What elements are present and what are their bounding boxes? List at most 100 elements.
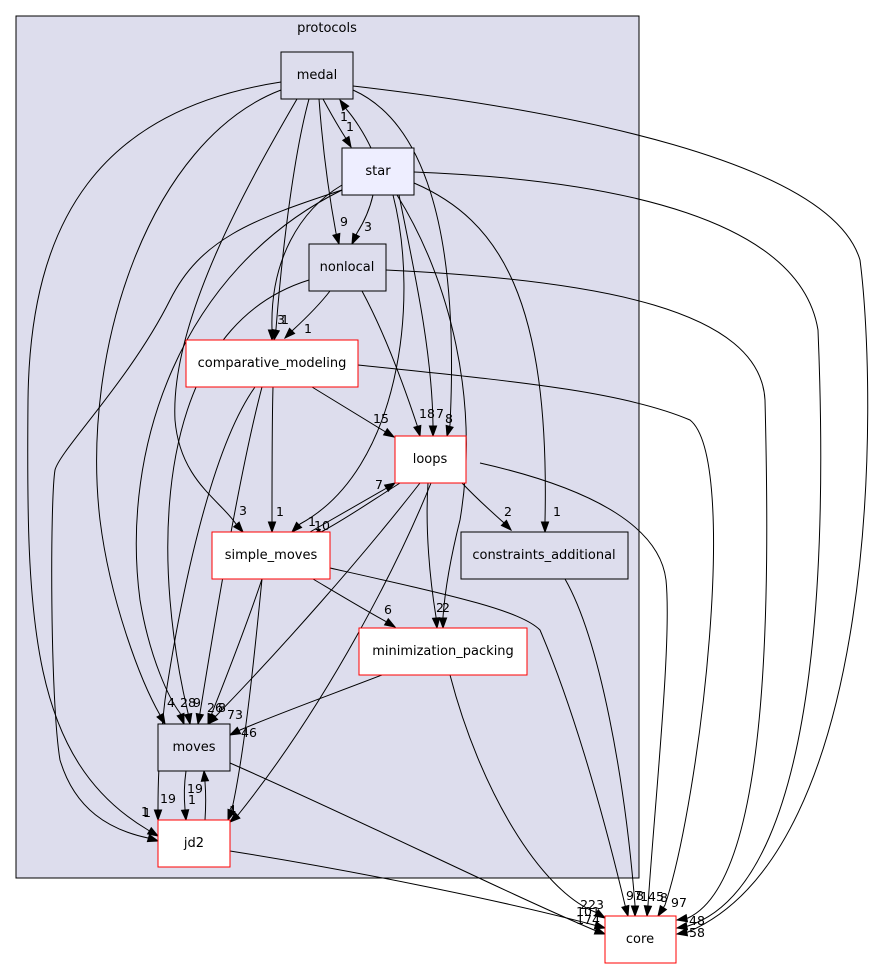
edge-arrowhead-star-to-comparative-modeling — [267, 329, 277, 342]
edge-arrowhead-nonlocal-to-loops — [413, 424, 422, 438]
edge-label-constraints-additional-to-core: 8 — [636, 888, 644, 903]
edge-loops-to-constraints-additional — [461, 482, 513, 532]
edge-line-loops-to-core — [479, 462, 668, 917]
edge-medal-to-simple-moves — [174, 98, 298, 534]
edge-nonlocal-to-comparative-modeling — [283, 290, 331, 340]
protocols-cluster-label: protocols — [297, 21, 357, 36]
edge-label-loops-to-constraints-additional: 2 — [504, 504, 512, 519]
edge-star-to-simple-moves — [290, 194, 405, 534]
node-star[interactable]: star — [341, 147, 415, 196]
node-medal-box — [280, 51, 354, 100]
edge-label-medal-to-star: 1 — [346, 119, 354, 134]
edge-moves-to-jd2 — [180, 770, 190, 822]
edge-label-star-to-comparative-modeling: 1 — [281, 312, 289, 327]
edge-label-simple-moves-to-jd2: 4 — [228, 802, 236, 817]
edge-label-star-to-nonlocal: 3 — [364, 219, 372, 234]
edge-line-loops-to-constraints-additional — [461, 482, 512, 531]
edge-label-jd2-to-core: 223 — [580, 897, 604, 912]
edge-line-medal-to-simple-moves — [174, 98, 298, 533]
node-jd2-label: jd2 — [183, 836, 204, 851]
edge-line-moves-to-jd2 — [183, 770, 187, 821]
edge-medal-to-jd2 — [27, 81, 282, 837]
edge-label-star-to-loops: 7 — [436, 406, 444, 421]
node-core[interactable]: core — [604, 915, 677, 964]
edge-label-star-to-medal: 1 — [340, 109, 348, 124]
node-medal[interactable]: medal — [280, 51, 354, 100]
edge-arrowhead-star-to-nonlocal — [351, 232, 361, 246]
edge-line-medal-to-comparative-modeling — [273, 98, 310, 341]
node-nonlocal[interactable]: nonlocal — [308, 243, 387, 292]
nodes-layer: medal star nonlocal comparative_modeling… — [157, 51, 677, 964]
node-constraints-additional-box — [460, 531, 629, 580]
edge-line-star-to-jd2 — [51, 189, 343, 842]
edge-line-medal-to-loops — [352, 89, 453, 437]
node-jd2[interactable]: jd2 — [157, 819, 231, 868]
edge-star-to-loops — [398, 194, 438, 438]
edge-label-nonlocal-to-comparative-modeling: 1 — [304, 321, 312, 336]
edge-label-medal-to-nonlocal: 9 — [340, 214, 348, 229]
edge-label-star-to-core: 48 — [689, 913, 705, 928]
edge-line-jd2-to-moves — [203, 770, 207, 821]
edge-line-medal-to-star — [322, 98, 352, 148]
edge-arrowhead-moves-to-jd2 — [180, 809, 190, 822]
node-medal-label: medal — [297, 68, 338, 83]
edge-label-comparative-modeling-to-loops: 15 — [373, 411, 389, 426]
edge-line-simple-moves-to-moves — [207, 578, 263, 725]
edge-arrowhead-loops-to-jd2 — [228, 811, 241, 823]
edge-arrowhead-star-to-core — [675, 921, 689, 931]
edge-line-loops-to-simple-moves — [311, 482, 401, 538]
edge-medal-to-nonlocal — [318, 98, 341, 246]
edge-star-to-moves — [135, 189, 343, 726]
edge-comparative-modeling-to-jd2 — [153, 386, 256, 822]
node-minimization-packing-label: minimization_packing — [372, 644, 514, 659]
node-moves-label: moves — [172, 740, 215, 755]
edge-line-comparative-modeling-to-core — [357, 364, 715, 917]
node-comparative-modeling-label: comparative_modeling — [198, 356, 347, 371]
edge-star-to-comparative-modeling — [267, 184, 343, 342]
edge-arrowhead-medal-to-nonlocal — [332, 232, 341, 246]
edge-label-simple-moves-to-core: 97 — [626, 888, 642, 903]
edge-arrowhead-comparative-modeling-to-jd2 — [153, 809, 163, 822]
edge-label-simple-moves-to-moves: 73 — [227, 707, 243, 722]
edge-line-star-to-constraints-additional — [413, 182, 546, 532]
node-simple-moves[interactable]: simple_moves — [211, 531, 331, 580]
edge-medal-to-loops — [352, 89, 454, 438]
edge-line-star-to-loops — [398, 194, 434, 436]
edge-label-comparative-modeling-to-core: 8 — [660, 890, 668, 905]
edge-loops-to-core — [479, 462, 668, 918]
edge-arrowhead-minimization-packing-to-core — [593, 908, 607, 919]
edge-label-medal-to-core: 58 — [689, 925, 705, 940]
node-constraints-additional[interactable]: constraints_additional — [460, 531, 629, 580]
node-comparative-modeling-box — [185, 339, 359, 388]
node-moves[interactable]: moves — [157, 723, 231, 772]
edge-loops-to-jd2 — [228, 482, 432, 823]
edge-line-nonlocal-to-core — [385, 269, 768, 921]
edge-line-constraints-additional-to-core — [564, 578, 636, 916]
edge-line-star-to-medal — [339, 99, 372, 149]
edge-label-comparative-modeling-to-jd2: 19 — [160, 791, 176, 806]
edges-layer — [27, 81, 869, 937]
edge-medal-to-core — [352, 85, 869, 937]
node-minimization-packing[interactable]: minimization_packing — [358, 627, 528, 676]
edge-label-medal-to-moves: 4 — [167, 695, 175, 710]
edge-label-loops-to-minimization-packing: 2 — [436, 600, 444, 615]
edge-label-star-to-simple-moves: 1 — [308, 514, 316, 529]
edge-arrowhead-nonlocal-to-core — [675, 913, 689, 923]
edge-arrowhead-medal-to-star — [341, 135, 352, 149]
edge-line-comparative-modeling-to-loops — [311, 386, 395, 438]
node-comparative-modeling[interactable]: comparative_modeling — [185, 339, 359, 388]
edge-loops-to-minimization-packing — [426, 482, 441, 630]
edge-comparative-modeling-to-core — [357, 364, 715, 918]
edge-simple-moves-to-moves — [207, 578, 263, 726]
edge-arrowhead-simple-moves-to-minimization-packing — [383, 617, 397, 628]
edge-line-loops-to-jd2 — [229, 482, 432, 823]
edge-label-minimization-packing-to-moves: 46 — [241, 725, 257, 740]
edge-arrowhead-star-to-constraints-additional — [540, 521, 550, 534]
edge-line-star-to-simple-moves — [291, 194, 405, 533]
edge-label-medal-to-comparative-modeling: 3 — [277, 312, 285, 327]
edge-arrowhead-simple-moves-to-core — [621, 904, 630, 918]
edge-comparative-modeling-to-simple-moves — [267, 386, 277, 534]
node-loops[interactable]: loops — [394, 435, 467, 484]
edge-label-moves-to-core: 174 — [576, 912, 600, 927]
